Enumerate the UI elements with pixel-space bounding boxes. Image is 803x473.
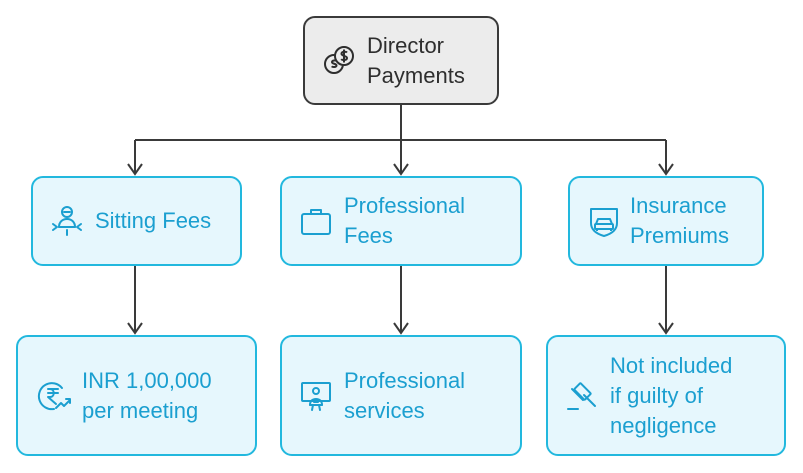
root-label-line2: Payments	[367, 62, 465, 88]
detail-label: Professional services	[344, 366, 465, 426]
detail-label-line1: Professional	[344, 367, 466, 393]
category-label-line1: Insurance	[630, 193, 727, 218]
detail-node-sitting-fee-amount: INR 1,00,000 per meeting	[16, 335, 257, 456]
detail-label-line2: per meeting	[82, 397, 199, 423]
category-label: Sitting Fees	[95, 206, 211, 236]
rupee-growth-icon	[34, 376, 74, 416]
gavel-icon	[562, 376, 602, 416]
detail-label: Not included if guilty of negligence	[610, 351, 732, 441]
category-label-line1: Professional	[344, 193, 466, 218]
category-label-line2: Premiums	[630, 223, 730, 248]
detail-label-line3: negligence	[610, 412, 717, 438]
root-label-line1: Director	[367, 32, 445, 58]
detail-node-insurance-exclusion: Not included if guilty of negligence	[546, 335, 786, 456]
root-node-director-payments: Director Payments	[303, 16, 499, 105]
detail-label: INR 1,00,000 per meeting	[82, 366, 212, 426]
category-label: Professional Fees	[344, 191, 465, 251]
category-node-insurance-premiums: Insurance Premiums	[568, 176, 764, 266]
category-node-professional-fees: Professional Fees	[280, 176, 522, 266]
coins-icon	[319, 41, 359, 81]
detail-label-line1: INR 1,00,000	[82, 367, 212, 393]
detail-node-professional-services: Professional services	[280, 335, 522, 456]
category-label-line2: Fees	[344, 223, 393, 248]
detail-label-line1: Not included	[610, 352, 733, 378]
category-label: Insurance Premiums	[630, 191, 729, 251]
presenter-icon	[296, 376, 336, 416]
category-node-sitting-fees: Sitting Fees	[31, 176, 242, 266]
detail-label-line2: services	[344, 397, 425, 423]
meeting-person-icon	[47, 201, 87, 241]
briefcase-icon	[296, 201, 336, 241]
root-label: Director Payments	[367, 31, 465, 91]
category-label-line1: Sitting Fees	[95, 208, 212, 233]
car-insurance-icon	[584, 201, 624, 241]
detail-label-line2: if guilty of	[610, 382, 703, 408]
